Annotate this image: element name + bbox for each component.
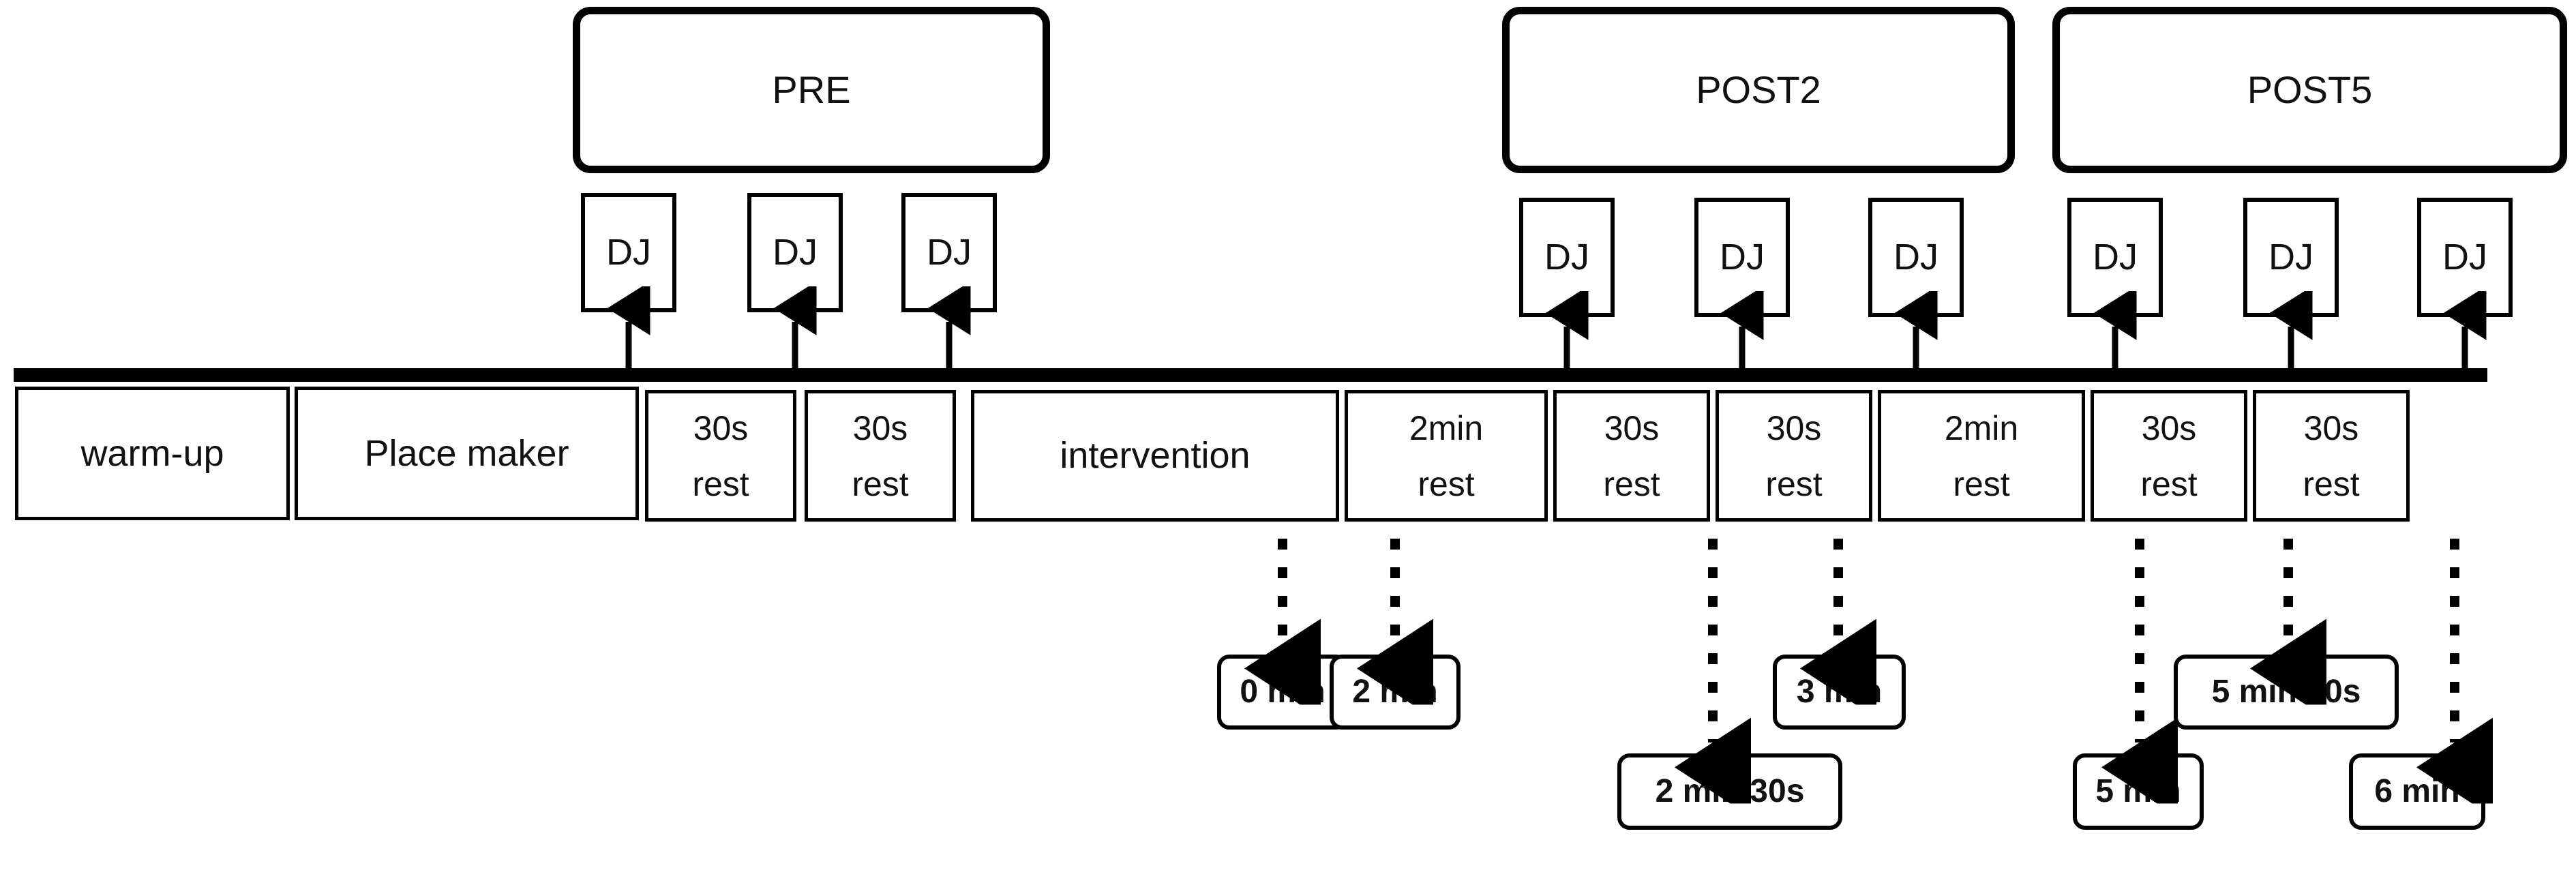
segment-line2: rest	[852, 464, 909, 503]
dj-box: DJ	[2243, 198, 2339, 317]
dj-box: DJ	[1868, 198, 1964, 317]
time-stamp-label: 5 min	[2095, 773, 2181, 810]
segment-line1: 30s	[693, 408, 749, 447]
phase-header-post5: POST5	[2052, 7, 2567, 173]
segment-line1: 30s	[1766, 408, 1822, 447]
timeline-segment: 2min rest	[1878, 390, 2085, 522]
phase-header-post2: POST2	[1502, 7, 2015, 173]
segment-line1: warm-up	[80, 432, 224, 474]
time-stamp-box: 2 min	[1330, 655, 1461, 730]
timeline-segment: 30s rest	[1716, 390, 1872, 522]
time-stamp-box: 3 min	[1773, 655, 1906, 730]
segment-line1: 2min	[1409, 408, 1484, 447]
segment-line1: 30s	[852, 408, 908, 447]
timeline-segment: intervention	[971, 390, 1339, 522]
segment-line2: rest	[2303, 464, 2360, 503]
time-stamp-box: 6 min	[2349, 753, 2485, 830]
dj-box-label: DJ	[1544, 237, 1589, 278]
time-stamp-box: 2 min 30s	[1617, 753, 1842, 830]
timeline-segment: 30s rest	[2091, 390, 2247, 522]
time-stamp-label: 5 min 30s	[2211, 674, 2361, 710]
phase-header-label: POST2	[1696, 68, 1821, 111]
time-stamp-box: 5 min 30s	[2174, 655, 2399, 730]
timeline-segment: 30s rest	[805, 390, 956, 522]
timeline-segment: 30s rest	[2253, 390, 2410, 522]
dj-box: DJ	[1694, 198, 1790, 317]
timeline-axis	[14, 368, 2487, 382]
segment-line2: rest	[1765, 464, 1823, 503]
dj-box: DJ	[2067, 198, 2163, 317]
dj-box-label: DJ	[2442, 237, 2487, 278]
time-stamp-label: 2 min	[1352, 674, 1438, 710]
time-stamp-label: 3 min	[1796, 674, 1883, 710]
segment-line2: rest	[692, 464, 749, 503]
segment-line2: rest	[1418, 464, 1475, 503]
segment-line1: 2min	[1944, 408, 2019, 447]
phase-header-label: POST5	[2247, 68, 2373, 111]
dj-box-label: DJ	[2093, 237, 2138, 278]
dj-box-label: DJ	[606, 232, 651, 273]
phase-header-pre: PRE	[573, 7, 1050, 173]
segment-line1: Place maker	[364, 432, 569, 474]
segment-line2: rest	[1603, 464, 1660, 503]
dj-box: DJ	[901, 193, 997, 312]
segment-line1: 30s	[2141, 408, 2197, 447]
time-stamp-box: 0 min	[1217, 655, 1348, 730]
timeline-segment: 2min rest	[1345, 390, 1548, 522]
timeline-segment: 30s rest	[645, 390, 796, 522]
dj-box-label: DJ	[1893, 237, 1938, 278]
dj-box-label: DJ	[927, 232, 972, 273]
segment-line1: intervention	[1060, 435, 1250, 477]
time-stamp-label: 2 min 30s	[1655, 773, 1805, 810]
dj-box: DJ	[1519, 198, 1615, 317]
segment-line1: 30s	[1604, 408, 1660, 447]
dj-box: DJ	[581, 193, 676, 312]
dj-box-label: DJ	[2268, 237, 2313, 278]
dj-box-label: DJ	[1720, 237, 1765, 278]
segment-line1: 30s	[2303, 408, 2359, 447]
segment-line2: rest	[1953, 464, 2010, 503]
timeline-segment: warm-up	[15, 387, 290, 520]
dj-box: DJ	[2417, 198, 2513, 317]
segment-line2: rest	[2140, 464, 2198, 503]
phase-header-label: PRE	[772, 68, 851, 111]
time-stamp-label: 6 min	[2374, 773, 2460, 810]
dj-box: DJ	[747, 193, 843, 312]
dj-box-label: DJ	[773, 232, 818, 273]
time-stamp-label: 0 min	[1240, 674, 1326, 710]
time-stamp-box: 5 min	[2073, 753, 2204, 830]
timeline-segment: Place maker	[295, 387, 639, 520]
timeline-segment: 30s rest	[1553, 390, 1710, 522]
